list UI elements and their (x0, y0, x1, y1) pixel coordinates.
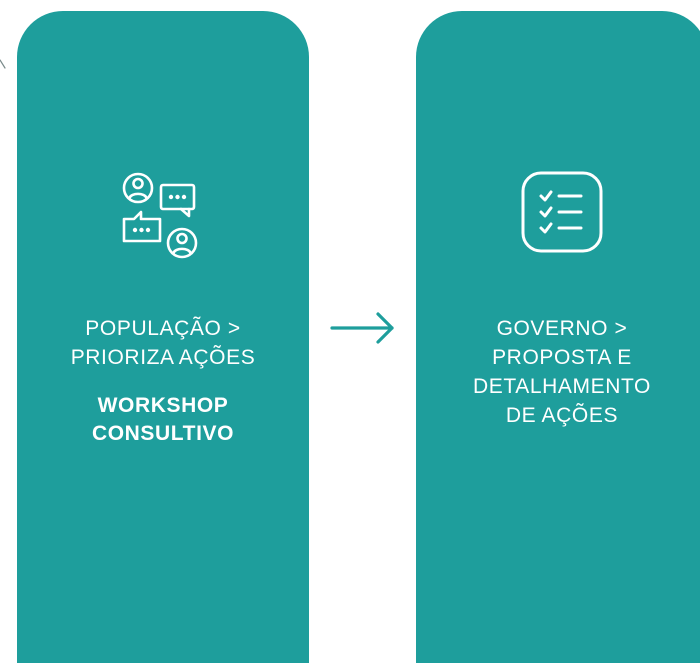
card-subtitle: WORKSHOP CONSULTIVO (17, 392, 309, 448)
arrow-right-icon (330, 312, 394, 344)
card-title-line: DETALHAMENTO (473, 375, 651, 398)
card-title-line: DE AÇÕES (505, 404, 619, 427)
card-populacao-text: POPULAÇÃO > PRIORIZA AÇÕES WORKSHOP CONS… (17, 314, 309, 448)
card-subtitle-line: WORKSHOP (97, 394, 229, 417)
card-governo: GOVERNO > PROPOSTA E DETALHAMENTO DE AÇÕ… (416, 11, 700, 663)
card-governo-text: GOVERNO > PROPOSTA E DETALHAMENTO DE AÇÕ… (416, 314, 700, 430)
card-title-line: PRIORIZA AÇÕES (70, 346, 256, 369)
checklist-icon (519, 169, 605, 260)
card-title-line: GOVERNO > (496, 317, 628, 340)
card-title-line: PROPOSTA E (492, 346, 632, 369)
edge-stroke-decoration (0, 59, 6, 69)
card-subtitle-line: CONSULTIVO (91, 422, 235, 445)
card-populacao: POPULAÇÃO > PRIORIZA AÇÕES WORKSHOP CONS… (17, 11, 309, 663)
people-chat-icon (118, 171, 208, 272)
card-title-line: POPULAÇÃO > (85, 317, 241, 340)
